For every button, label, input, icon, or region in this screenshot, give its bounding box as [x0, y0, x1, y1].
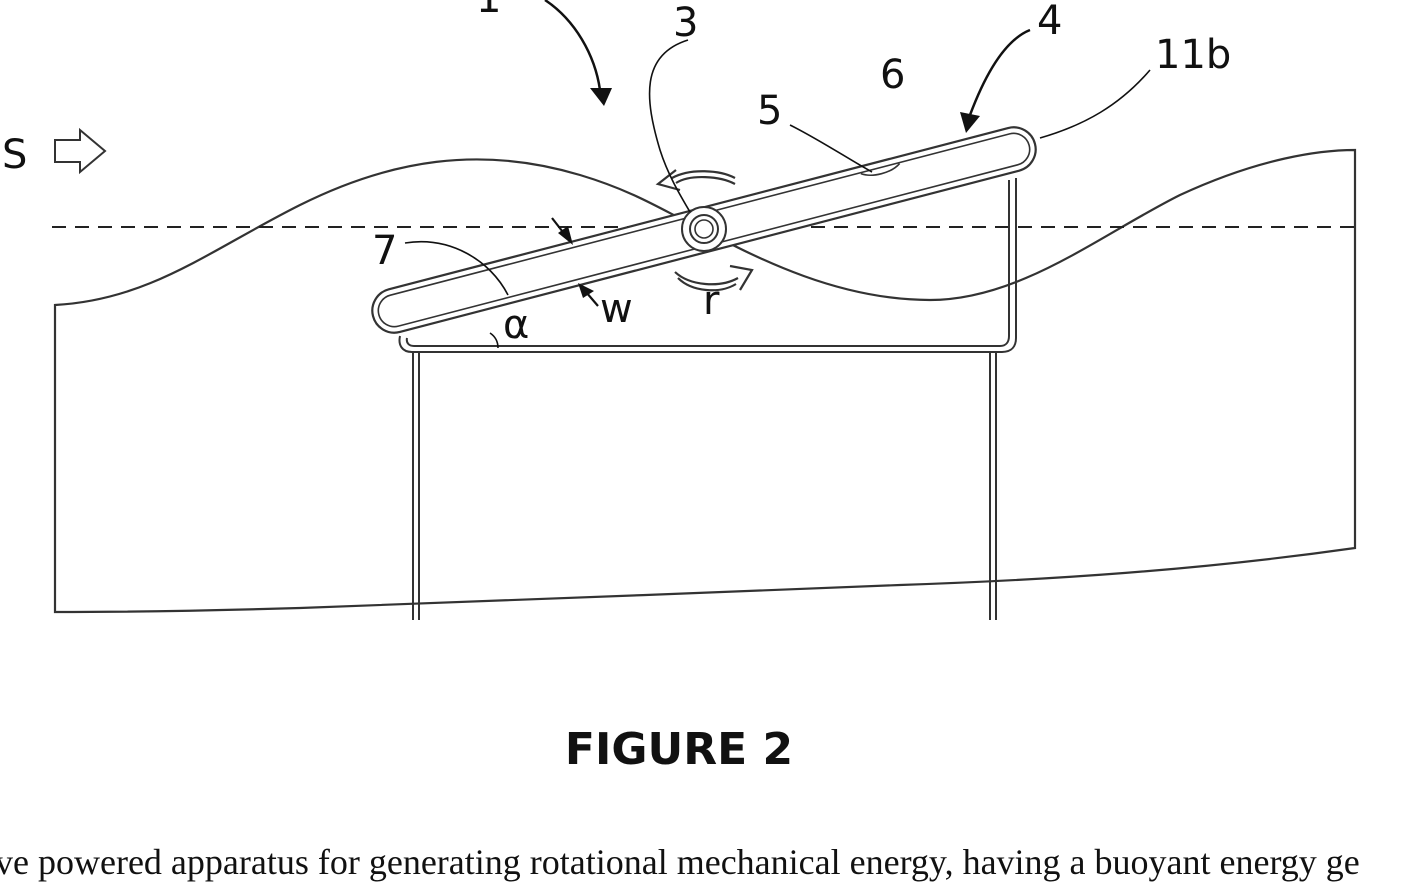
- label-pivot: 3: [673, 0, 698, 46]
- leader-arrow-1: [545, 0, 612, 106]
- label-angle: α: [503, 302, 529, 348]
- label-part-5: 5: [757, 88, 782, 134]
- figure-caption: FIGURE 2: [565, 724, 793, 775]
- label-part-7: 7: [372, 228, 397, 274]
- label-width: w: [600, 286, 633, 332]
- body-text-line: ve powered apparatus for generating rota…: [0, 842, 1425, 882]
- direction-arrow-icon: [55, 130, 105, 172]
- support-legs: [413, 353, 996, 620]
- label-part-11b: 11b: [1155, 32, 1231, 78]
- pivot-axle: [682, 207, 726, 251]
- label-part-6: 6: [880, 52, 905, 98]
- label-float: 4: [1037, 0, 1062, 44]
- label-direction: S: [2, 132, 27, 178]
- label-rotation: r: [703, 278, 720, 324]
- leader-arrow-4: [960, 30, 1030, 133]
- label-apparatus: 1: [476, 0, 501, 22]
